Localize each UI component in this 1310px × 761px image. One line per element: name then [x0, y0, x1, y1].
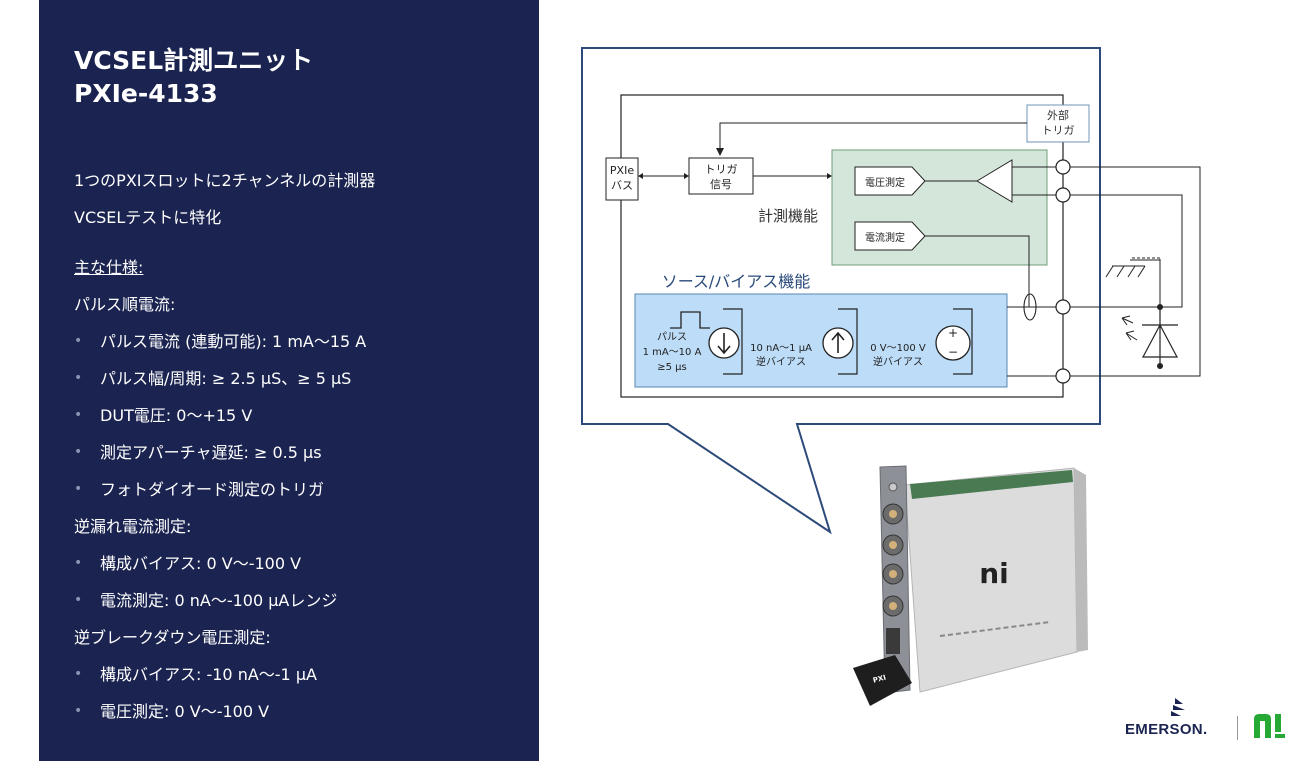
- emerson-logo: EMERSON.: [1125, 696, 1235, 746]
- ground-icon: [1105, 259, 1161, 307]
- voltage-source-icon: [935, 325, 971, 361]
- module-ni-logo: ni: [979, 557, 1009, 590]
- minus-sign: −: [948, 345, 958, 359]
- ext-trigger-label: トリガ: [1042, 124, 1075, 137]
- light-emission-icon: [1121, 315, 1138, 341]
- emerson-emblem-icon: [1171, 698, 1185, 716]
- pxie-bus-label: PXIe: [610, 164, 634, 177]
- emerson-wordmark: EMERSON.: [1125, 721, 1208, 738]
- terminal-connector: [1055, 159, 1071, 175]
- ext-trigger-box: [1026, 104, 1090, 143]
- bullet-icon: •: [74, 481, 83, 497]
- title-line-1: VCSEL計測ユニット: [74, 46, 314, 75]
- trigger-signal-label: 信号: [710, 178, 732, 191]
- rev-bias-voltage-label: 逆バイアス: [873, 355, 923, 368]
- rev-bias-current-label: 逆バイアス: [756, 355, 806, 368]
- spec-list: 主な仕様: パルス順電流: •パルス電流 (連動可能): 1 mA～15 A •…: [74, 249, 366, 730]
- bullet-icon: •: [74, 666, 83, 682]
- list-item: •構成バイアス: 0 V～-100 V: [74, 545, 366, 582]
- list-item: •パルス幅/周期: ≥ 2.5 μS、≥ 5 μS: [74, 360, 366, 397]
- bullet-icon: •: [74, 444, 83, 460]
- bullet-icon: •: [74, 333, 83, 349]
- bullet-icon: •: [74, 703, 83, 719]
- pxie-bus-box: [605, 157, 639, 201]
- specs-heading: 主な仕様:: [74, 258, 144, 277]
- group-heading: パルス順電流:: [74, 295, 176, 314]
- current-measure-shape: [854, 221, 926, 251]
- list-item: •構成バイアス: -10 nA～-1 µA: [74, 656, 366, 693]
- trigger-line: [719, 122, 1027, 150]
- group-heading: 逆漏れ電流測定:: [74, 517, 192, 536]
- terminal-connector: [1055, 187, 1071, 203]
- ni-logo-icon: [1254, 714, 1285, 738]
- trigger-signal-label: トリガ: [705, 163, 738, 176]
- instrument-outline: [620, 94, 1064, 398]
- intro-line: 1つのPXIスロットに2チャンネルの計測器: [74, 171, 376, 190]
- plus-sign: +: [948, 326, 958, 340]
- list-item: •電流測定: 0 nA～-100 µAレンジ: [74, 582, 366, 619]
- bullet-icon: •: [74, 407, 83, 423]
- list-item: •フォトダイオード測定のトリガ: [74, 471, 366, 508]
- intro-text: 1つのPXIスロットに2チャンネルの計測器 VCSELテストに特化: [74, 162, 375, 236]
- terminal-connector: [1055, 299, 1071, 315]
- voltage-measure-shape: [854, 166, 926, 196]
- group-heading: 逆ブレークダウン電圧測定:: [74, 628, 271, 647]
- pxi-label: PXI: [872, 674, 887, 685]
- current-sense-loop: [1023, 293, 1037, 321]
- pulse-label: ≥5 μs: [657, 362, 687, 373]
- source-title: ソース/バイアス機能: [662, 272, 811, 291]
- pulse-icon: [670, 311, 710, 329]
- callout-bubble: [581, 47, 1101, 535]
- ni-logo: [1252, 712, 1292, 744]
- list-item: •測定アパーチャ遅延: ≥ 0.5 µs: [74, 434, 366, 471]
- rev-bias-voltage-label: 0 V～100 V: [870, 343, 926, 354]
- diode-icon: [1142, 307, 1178, 366]
- title-line-2: PXIe-4133: [74, 79, 218, 108]
- list-item: •パルス電流 (連動可能): 1 mA～15 A: [74, 323, 366, 360]
- list-item: •電圧測定: 0 V～-100 V: [74, 693, 366, 730]
- current-measure-label: 電流測定: [865, 231, 905, 244]
- amplifier-icon: [976, 159, 1013, 203]
- bullet-icon: •: [74, 555, 83, 571]
- bullet-icon: •: [74, 370, 83, 386]
- rev-bias-current-label: 10 nA～1 μA: [750, 343, 812, 354]
- left-panel: VCSEL計測ユニット PXIe-4133 1つのPXIスロットに2チャンネルの…: [39, 0, 539, 761]
- list-item: •DUT電圧: 0～+15 V: [74, 397, 366, 434]
- ext-trigger-label: 外部: [1047, 108, 1069, 122]
- terminal-connector: [1055, 368, 1071, 384]
- bullet-icon: •: [74, 592, 83, 608]
- trigger-signal-box: [688, 157, 754, 195]
- brand-divider: [1237, 716, 1238, 740]
- voltage-measure-label: 電圧測定: [865, 176, 905, 189]
- intro-line: VCSELテストに特化: [74, 208, 222, 227]
- pulse-label: 1 mA～10 A: [643, 347, 702, 358]
- pxie-bus-label: バス: [611, 179, 633, 192]
- measurement-title: 計測機能: [758, 207, 818, 225]
- pulse-label: パルス: [657, 331, 687, 343]
- product-image: PXI ni: [853, 465, 1088, 706]
- slide-title: VCSEL計測ユニット PXIe-4133: [74, 44, 313, 110]
